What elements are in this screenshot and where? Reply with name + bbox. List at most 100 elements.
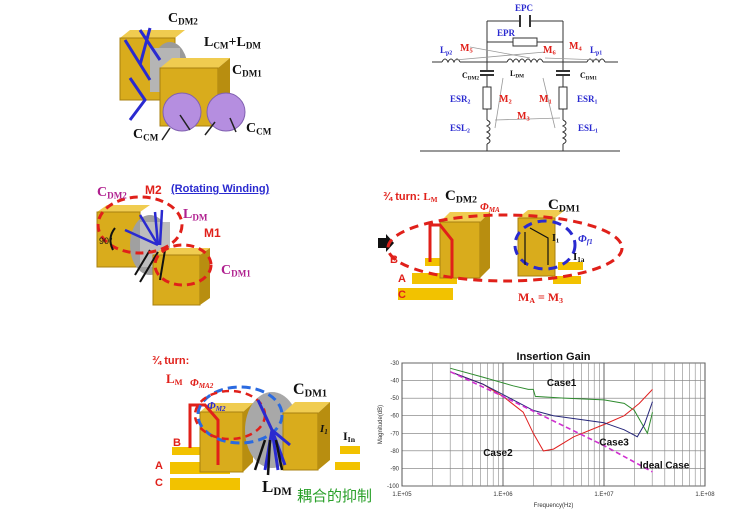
text: 1 [324, 427, 328, 436]
text: C [97, 185, 108, 200]
y-tick-label: -50 [390, 396, 399, 402]
label-esr2: ESR2 [450, 95, 470, 106]
label-three-quarter-turn: ¾ turn: LM [383, 192, 437, 204]
text: I [343, 429, 348, 443]
label-cdm2: CDM2 [97, 186, 127, 200]
label-b: B [390, 254, 398, 266]
text: L [204, 35, 214, 50]
text: M [460, 43, 470, 54]
label-m2: M2 [145, 183, 162, 197]
text: 2 [467, 99, 471, 106]
text: CM [256, 126, 272, 137]
text: M2 [215, 404, 226, 413]
text: 1 [548, 98, 552, 106]
text: L [262, 477, 274, 496]
caption: 耦合的抑制 [297, 487, 373, 505]
text: M [569, 41, 579, 52]
rotating-winding-drawing [96, 195, 213, 306]
text: M [539, 94, 549, 105]
text: DM [273, 485, 292, 498]
label-ccm-right: CCM [246, 122, 271, 136]
label-b: B [173, 437, 181, 449]
label-cdm2: CDM2 [168, 12, 198, 26]
label-lm: LM [166, 372, 183, 387]
text: Φ [190, 377, 199, 389]
text: ESR [577, 94, 595, 104]
label-phi-ma2: ΦMA2 [190, 378, 213, 390]
y-tick-label: -40 [390, 379, 399, 385]
label-cdm1: CDM1 [232, 64, 262, 78]
text: MA2 [198, 381, 214, 390]
text: L [590, 45, 597, 55]
label-lcm-ldm: LCM+LDM [204, 36, 261, 50]
label-epr: EPR [497, 28, 515, 38]
label-m1: M1 [539, 95, 552, 106]
text: I [573, 251, 578, 263]
text: = M [534, 290, 560, 304]
text: 2 [508, 98, 512, 106]
text: C [246, 121, 257, 136]
label-m5: M5 [460, 44, 473, 55]
text: DM1 [304, 388, 328, 400]
label-ma-equals-m3: MA = M3 [518, 291, 563, 305]
x-tick-label: 1.E+08 [695, 492, 715, 498]
x-tick-label: 1.E+07 [594, 492, 614, 498]
text: f1 [586, 237, 593, 246]
annotation-case2: Case2 [483, 448, 513, 459]
text: DM [192, 212, 208, 223]
text: 2 [467, 128, 470, 135]
x-tick-label: 1.E+05 [392, 492, 412, 498]
bottom-winding-drawing [170, 385, 360, 490]
text: ¾ turn: [383, 191, 424, 203]
text: C [462, 71, 468, 80]
label-i1: I1 [552, 234, 559, 245]
x-axis-label: Frequency(Hz) [534, 503, 574, 509]
text: L [166, 371, 175, 386]
text: C [580, 71, 586, 80]
label-epc: EPC [515, 3, 533, 13]
chart-title: Insertion Gain [517, 351, 591, 363]
text: CM [143, 132, 159, 143]
rotating-winding-link: (Rotating Winding) [171, 183, 270, 195]
text: DM2 [467, 75, 480, 82]
text: Φ [207, 400, 216, 412]
arrow-right-icon [378, 234, 394, 252]
label-i1: I1 [320, 424, 328, 436]
y-tick-label: -60 [390, 414, 399, 420]
text: 3 [559, 295, 564, 305]
text: M [174, 377, 183, 388]
text: C [548, 197, 559, 213]
y-tick-label: -90 [390, 466, 399, 472]
label-esl2: ESL2 [450, 124, 470, 135]
text: 1 [555, 237, 560, 245]
label-cdm1: CDM1 [221, 264, 251, 278]
text: ESR [450, 94, 468, 104]
label-three-quarter-turn: ¾ turn: [152, 355, 190, 367]
label-c: C [398, 289, 406, 301]
annotation-case3: Case3 [599, 438, 629, 449]
text: M [517, 111, 527, 122]
text: L [236, 35, 246, 50]
series-line-case2 [450, 371, 653, 452]
text: M [430, 195, 438, 204]
label-m6: M6 [543, 46, 556, 57]
label-esr1: ESR1 [577, 95, 597, 106]
text: C [168, 11, 179, 26]
text: C [445, 188, 456, 204]
text: 4 [578, 45, 582, 53]
text: A [529, 295, 535, 305]
annotation-case1: Case1 [547, 378, 577, 389]
text: CM [213, 40, 229, 51]
y-tick-label: -80 [390, 449, 399, 455]
text: L [423, 191, 431, 203]
text: p2 [446, 50, 453, 57]
label-lp2: Lp2 [440, 46, 452, 57]
label-angle: 90° [99, 236, 113, 246]
label-phi-ma: ΦMA [480, 202, 500, 214]
label-c: C [155, 477, 163, 489]
text: ESL [450, 123, 468, 133]
text: C [221, 263, 232, 278]
y-axis-label: Magnitude(dB) [378, 405, 384, 444]
label-phi-m2: ΦM2 [207, 401, 226, 413]
